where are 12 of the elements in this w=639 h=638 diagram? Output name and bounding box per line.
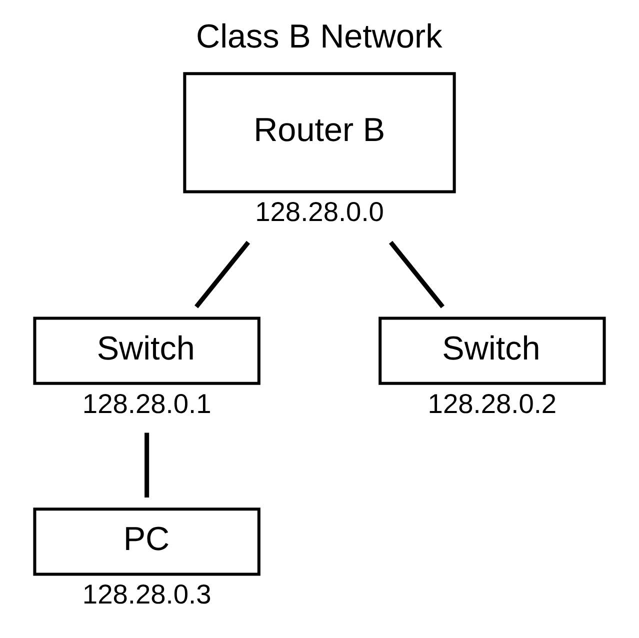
node-label: 128.28.0.1 [82, 388, 212, 419]
connector [144, 432, 150, 498]
connector [194, 240, 250, 308]
node-label: 128.28.0.0 [255, 196, 384, 228]
diagram-title: Class B Network [196, 18, 442, 56]
node-label: 128.28.0.2 [428, 388, 557, 419]
node-box: Switch [33, 316, 260, 385]
node-box: PC [33, 508, 260, 576]
node-box: Router B [183, 72, 456, 194]
connector [388, 240, 444, 308]
node-box: Switch [378, 316, 606, 385]
node-label: 128.28.0.3 [82, 578, 212, 610]
